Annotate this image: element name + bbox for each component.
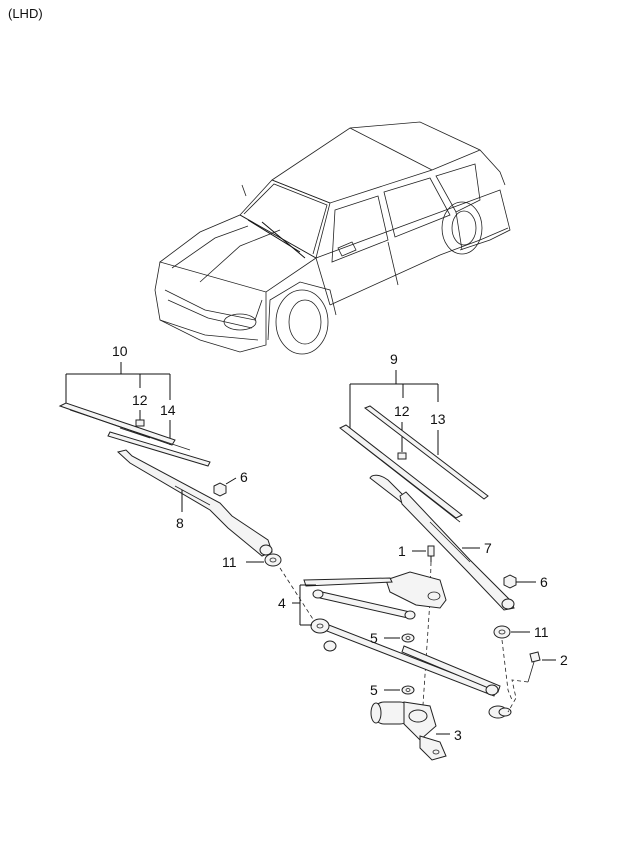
bolt-1: 1 — [398, 543, 435, 721]
wiper-arm-passenger: 7 — [369, 474, 515, 611]
cap-washer-driver: 11 — [222, 553, 321, 631]
label-6-left: 6 — [240, 469, 248, 485]
label-5-upper: 5 — [370, 630, 378, 646]
cap-washer-passenger: 11 — [493, 624, 549, 701]
label-7: 7 — [484, 540, 492, 556]
passenger-blade-group: 9 12 13 — [339, 351, 489, 523]
washer-5-upper: 5 — [370, 630, 415, 646]
label-12-right: 12 — [394, 403, 410, 419]
label-6-right: 6 — [540, 574, 548, 590]
wiper-blade-passenger — [339, 424, 463, 519]
variant-label: (LHD) — [8, 6, 43, 21]
washer-5-lower: 5 — [370, 682, 415, 698]
linkage-assembly: 4 — [278, 571, 512, 719]
label-13: 13 — [430, 411, 446, 427]
wiper-arm-driver: 8 — [116, 449, 273, 557]
label-8: 8 — [176, 515, 184, 531]
label-11-right: 11 — [534, 624, 549, 640]
label-14: 14 — [160, 402, 176, 418]
label-4: 4 — [278, 595, 286, 611]
label-9: 9 — [390, 351, 398, 367]
wiper-motor: 3 — [370, 701, 462, 761]
blade-clip-passenger — [397, 452, 407, 460]
label-2: 2 — [560, 652, 568, 668]
nut-passenger: 6 — [503, 574, 548, 590]
blade-refill-driver — [107, 431, 211, 467]
label-12-left: 12 — [132, 392, 148, 408]
label-5-lower: 5 — [370, 682, 378, 698]
label-1: 1 — [398, 543, 406, 559]
label-11-left: 11 — [222, 554, 237, 570]
blade-clip-driver — [135, 419, 145, 427]
wiper-blade-driver — [58, 402, 176, 446]
car-illustration — [154, 121, 511, 355]
bolt-2: 2 — [507, 651, 568, 713]
blade-refill-passenger — [363, 405, 489, 500]
nut-driver: 6 — [213, 469, 248, 497]
driver-blade-group: 10 12 14 — [58, 343, 211, 467]
label-10: 10 — [112, 343, 128, 359]
label-3: 3 — [454, 727, 462, 743]
